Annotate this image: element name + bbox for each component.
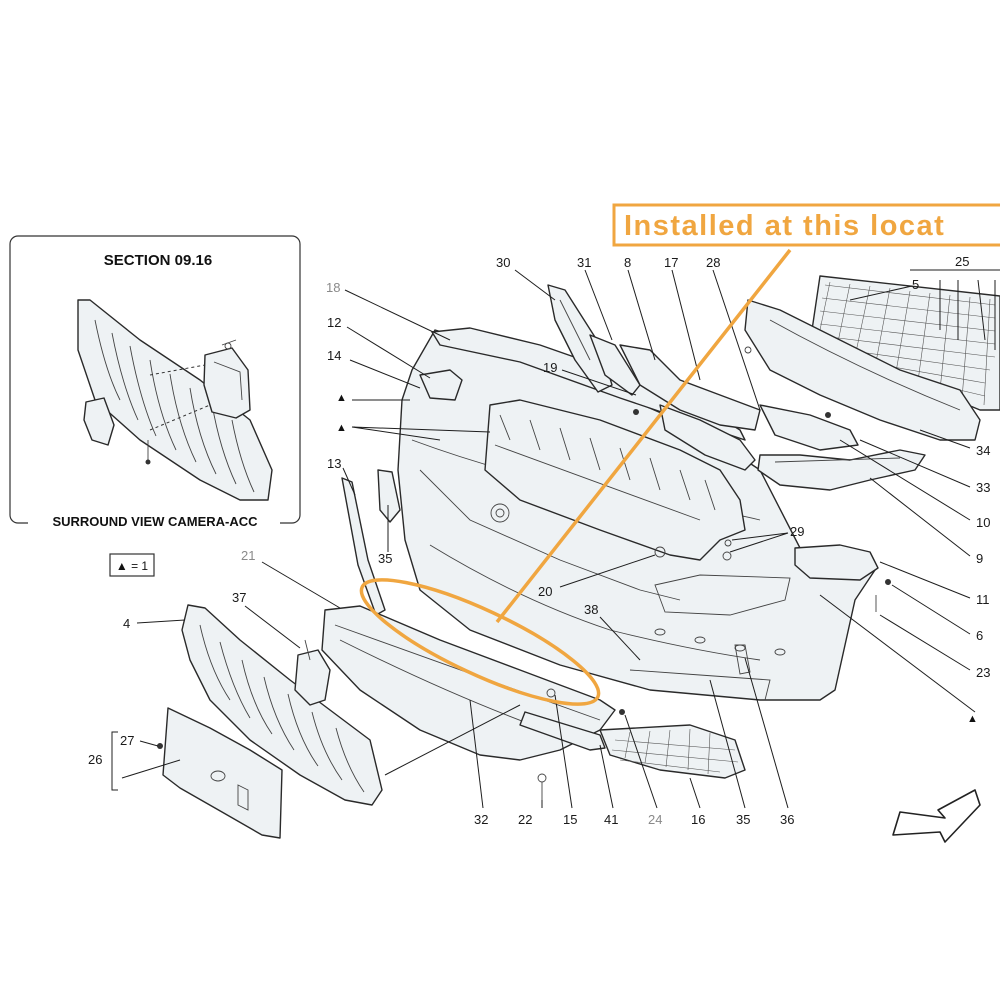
inset-title: SECTION 09.16 [104,252,212,269]
label-33: 33 [976,480,990,495]
label-8: 8 [624,255,631,270]
triangle-marker: ▲ [336,392,347,404]
bracket-strip-8-17 [619,344,761,471]
part-numbers: 30 31 8 17 28 25 5 18 12 14 19 13 35 20 … [88,254,990,827]
side-bracket-14 [419,369,463,401]
label-27: 27 [120,733,134,748]
leader-lines [111,269,1000,809]
triangle-marker: ▲ [967,713,978,725]
label-14: 14 [327,348,341,363]
label-20: 20 [538,584,552,599]
label-28: 28 [706,255,720,270]
label-36: 36 [780,812,794,827]
front-direction-arrow-icon [892,789,981,843]
lower-grille-mesh [599,724,746,779]
bracket-28 [759,404,859,451]
label-6: 6 [976,628,983,643]
inset-camera-bracket [203,339,251,419]
callout-ellipse [359,578,601,706]
label-35-lower: 35 [736,812,750,827]
label-37: 37 [232,590,246,605]
license-plate-holder [162,707,283,839]
lower-strip-41 [519,711,606,751]
bracket-31 [589,334,641,396]
label-11: 11 [976,592,990,607]
inset-caption: SURROUND VIEW CAMERA-ACC [52,514,258,529]
triangle-markers: ▲ ▲ ▲ [336,392,978,725]
callout-highlight: Installed at this locat [359,203,1000,706]
label-32: 32 [474,812,488,827]
label-35-upper: 35 [378,551,392,566]
triangle-marker: ▲ [336,422,347,434]
front-grille [181,604,383,806]
reflector-35 [377,469,401,523]
label-30: 30 [496,255,510,270]
callout-text: Installed at this locat [624,210,945,242]
bracket-30 [547,284,613,393]
label-12: 12 [327,315,341,330]
side-bracket-11 [794,544,879,581]
label-26: 26 [88,752,102,767]
bracket-9 [757,449,926,491]
label-25: 25 [955,254,969,269]
label-13: 13 [327,456,341,471]
label-4: 4 [123,616,130,631]
fasteners [157,346,891,800]
label-31: 31 [577,255,591,270]
label-5: 5 [912,277,919,292]
label-17: 17 [664,255,678,270]
label-41: 41 [604,812,618,827]
grille-frame [744,299,981,441]
label-18: 18 [326,280,340,295]
legend-box: ▲ = 1 [109,553,155,577]
label-22: 22 [518,812,532,827]
label-38: 38 [584,602,598,617]
label-34: 34 [976,443,990,458]
callout-pointer [495,248,792,624]
label-24: 24 [648,812,662,827]
label-21: 21 [241,548,255,563]
label-9: 9 [976,551,983,566]
inset-camera-small [83,397,151,465]
energy-absorber [484,399,746,561]
label-19: 19 [543,360,557,375]
label-29: 29 [790,524,804,539]
label-23: 23 [976,665,990,680]
callout-box [612,203,1000,247]
inset-section: SECTION 09.16 SURROUND VIEW CAMERA-ACC [9,235,301,529]
legend-text: ▲ = 1 [116,559,149,573]
label-15: 15 [563,812,577,827]
camera-bracket-37 [294,639,331,706]
label-16: 16 [691,812,705,827]
label-10: 10 [976,515,990,530]
